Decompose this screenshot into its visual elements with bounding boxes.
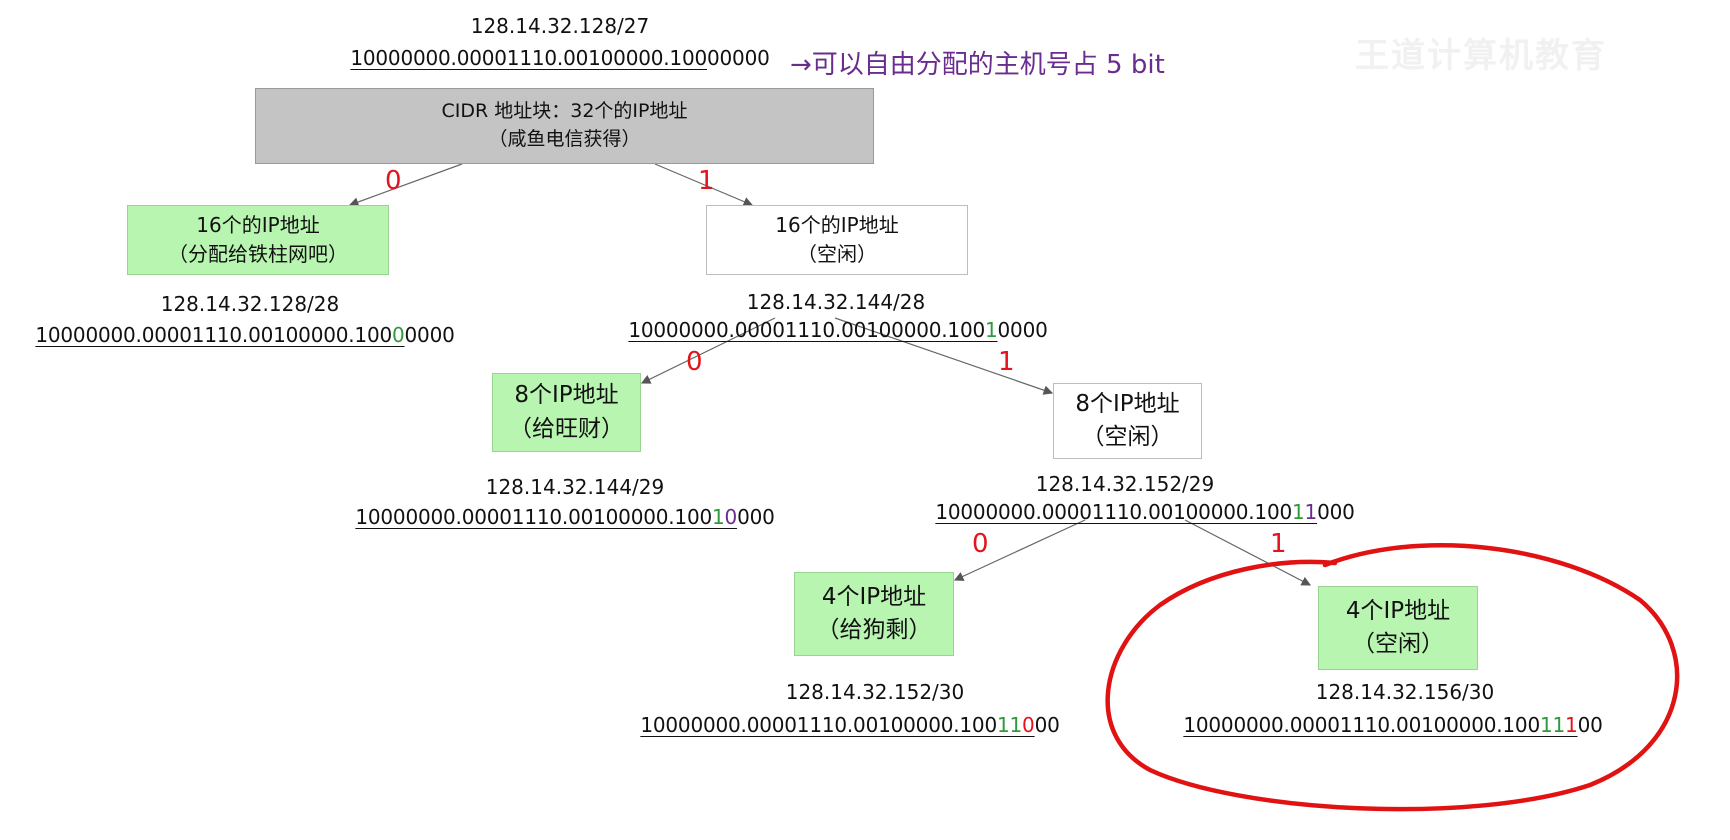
- block4-right-binary: 10000000.00001110.00100000.10011100: [1148, 713, 1638, 737]
- block16-left: 16个的IP地址 （分配给铁柱网吧）: [127, 205, 389, 275]
- bin-bit-purple: 0: [724, 505, 738, 529]
- bin-bit-red: 0: [1022, 713, 1035, 737]
- block16-left-line2: （分配给铁柱网吧）: [168, 242, 348, 266]
- bin-bit-green: 1: [1552, 713, 1566, 737]
- bin-part: 000: [737, 505, 775, 529]
- block16-left-line1: 16个的IP地址: [196, 213, 320, 237]
- block8-left-line1: 8个IP地址: [514, 382, 619, 409]
- block16-left-cidr: 128.14.32.128/28: [160, 292, 340, 316]
- block8-left-binary: 10000000.00001110.00100000.10010000: [325, 505, 805, 529]
- block16-right: 16个的IP地址 （空闲）: [706, 205, 968, 275]
- block4-right-line2: （空闲）: [1352, 631, 1444, 657]
- block16-right-binary: 10000000.00001110.00100000.10010000: [618, 318, 1058, 342]
- block16-left-binary: 10000000.00001110.00100000.10000000: [25, 323, 465, 347]
- bin-part: 00: [1577, 713, 1603, 737]
- block4-right: 4个IP地址 （空闲）: [1318, 586, 1478, 670]
- bin-bit-red: 1: [1565, 713, 1578, 737]
- edge-16-left: [640, 317, 776, 384]
- edge-8-right: [1184, 519, 1312, 586]
- bin-bit-green: 1: [996, 713, 1010, 737]
- root-box-line1: CIDR 地址块：32个的IP地址: [441, 100, 688, 123]
- block4-left-line2: （给狗剩）: [816, 617, 932, 643]
- bin-bit-green: 1: [985, 318, 998, 342]
- block4-right-cidr: 128.14.32.156/30: [1315, 680, 1495, 704]
- block8-right-line1: 8个IP地址: [1075, 390, 1180, 417]
- block8-right-line2: （空闲）: [1081, 424, 1174, 450]
- block16-right-line1: 16个的IP地址: [775, 213, 899, 237]
- edge-root-right: [654, 163, 754, 207]
- bin-bit-green: 1: [712, 505, 725, 529]
- edge-label-0: 0: [686, 347, 703, 377]
- block4-left: 4个IP地址 （给狗剩）: [794, 572, 954, 656]
- root-box-line2: （咸鱼电信获得）: [488, 128, 641, 150]
- bin-part: 10000000.00001110.00100000.100: [935, 500, 1292, 524]
- block16-right-cidr: 128.14.32.144/28: [746, 290, 926, 314]
- edge-label-1: 1: [998, 347, 1015, 377]
- bin-part: 0000: [404, 323, 455, 347]
- block8-right: 8个IP地址 （空闲）: [1053, 383, 1202, 459]
- bin-part: 10000000.00001110.00100000.100: [628, 318, 985, 342]
- host-bits-note: →可以自由分配的主机号占 5 bit: [790, 50, 1165, 80]
- bin-bit-green: 1: [1292, 500, 1305, 524]
- edge-label-0: 0: [972, 529, 989, 559]
- edge-label-1: 1: [698, 166, 715, 196]
- bin-part: 10000000.00001110.00100000.100: [35, 323, 392, 347]
- block4-left-binary: 10000000.00001110.00100000.10011000: [605, 713, 1095, 737]
- block8-right-cidr: 128.14.32.152/29: [1035, 472, 1215, 496]
- block8-left: 8个IP地址 （给旺财）: [492, 373, 641, 452]
- block8-left-cidr: 128.14.32.144/29: [485, 475, 665, 499]
- highlight-circle: [1105, 543, 1680, 812]
- root-cidr-block: CIDR 地址块：32个的IP地址 （咸鱼电信获得）: [255, 88, 874, 164]
- edge-root-left: [348, 163, 463, 207]
- block8-right-binary: 10000000.00001110.00100000.10011000: [905, 500, 1385, 524]
- bin-part: 00: [1034, 713, 1060, 737]
- block4-left-line1: 4个IP地址: [821, 583, 927, 610]
- bin-bit-green: 0: [392, 323, 405, 347]
- block4-right-line1: 4个IP地址: [1345, 597, 1451, 624]
- edge-8-left: [953, 519, 1086, 581]
- root-binary-prefix: 10000000.00001110.00100000.100: [350, 46, 707, 70]
- bin-bit-green: 1: [1539, 713, 1553, 737]
- bin-part: 000: [1317, 500, 1355, 524]
- bin-part: 10000000.00001110.00100000.100: [1183, 713, 1540, 737]
- bin-part: 0000: [997, 318, 1048, 342]
- block16-right-line2: （空闲）: [797, 242, 877, 266]
- bin-bit-purple: 1: [1304, 500, 1318, 524]
- bin-part: 10000000.00001110.00100000.100: [355, 505, 712, 529]
- bin-bit-green: 1: [1009, 713, 1023, 737]
- root-cidr: 128.14.32.128/27: [470, 14, 650, 38]
- watermark: 王道计算机教育: [1355, 36, 1607, 76]
- bin-part: 10000000.00001110.00100000.100: [640, 713, 997, 737]
- root-binary: 10000000.00001110.00100000.10000000: [340, 46, 780, 70]
- edge-label-1: 1: [1270, 529, 1287, 559]
- block8-left-line2: （给旺财）: [509, 415, 624, 442]
- root-binary-suffix: 00000: [707, 46, 770, 70]
- block4-left-cidr: 128.14.32.152/30: [785, 680, 965, 704]
- edge-16-right: [834, 317, 1054, 395]
- edge-label-0: 0: [385, 166, 402, 196]
